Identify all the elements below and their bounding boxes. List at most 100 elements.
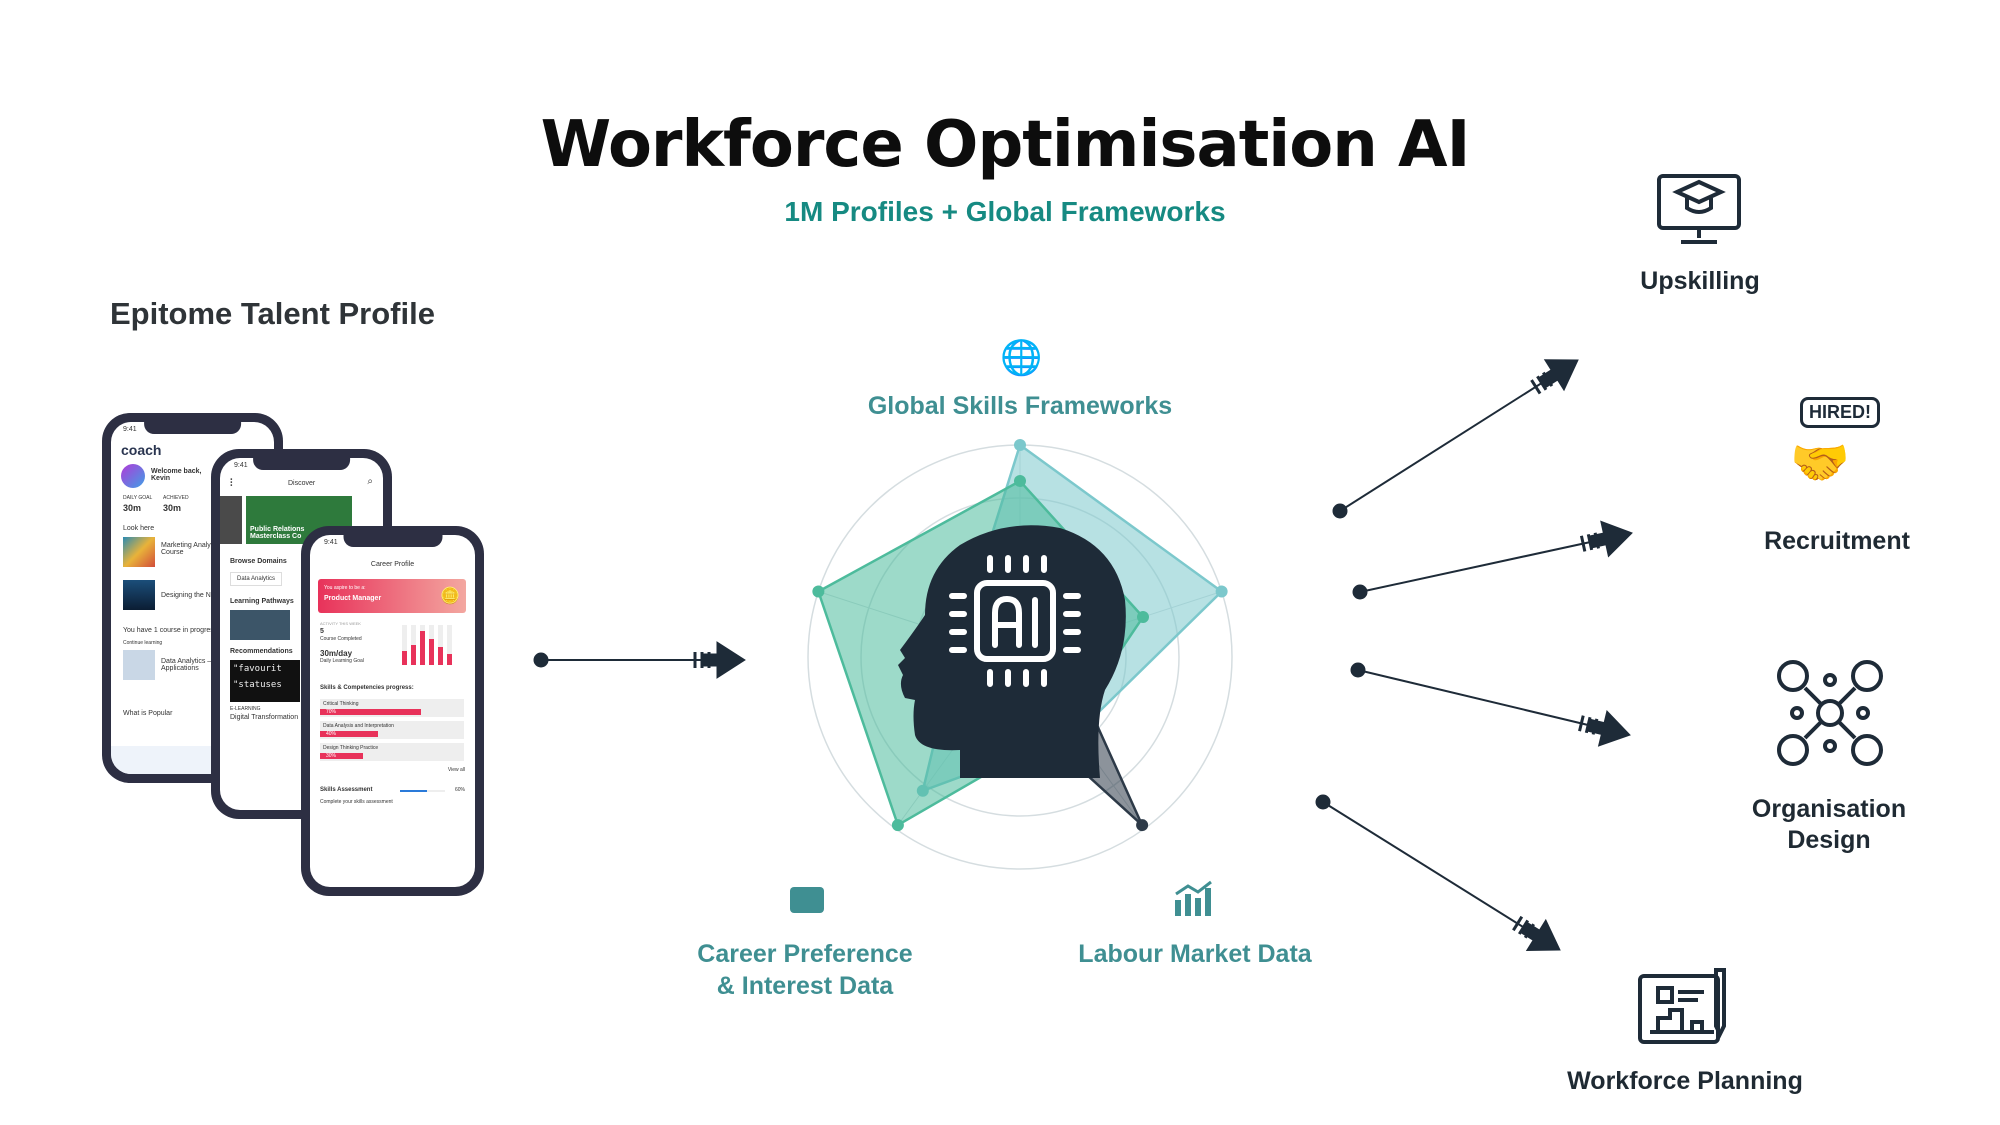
skill-name: Critical Thinking — [323, 701, 359, 707]
status-time: 9:41 — [234, 462, 248, 469]
aspire-role: Product Manager — [324, 595, 382, 602]
arrow-feather — [1536, 375, 1548, 391]
search-icon[interactable]: ⌕ — [367, 476, 373, 487]
rec-title: Digital Transformation — [230, 714, 299, 721]
globe-people-icon: 🌐 — [1000, 339, 1043, 377]
skill-progress-bar: 40% — [320, 731, 378, 737]
rec-tag: E-LEARNING — [230, 706, 261, 712]
app-logo: coach — [121, 442, 162, 458]
daily-value: 30m/day — [320, 649, 353, 658]
aspire-label: You aspire to be a: — [324, 585, 366, 591]
assessment-track — [400, 790, 445, 792]
achieved-value: 30m — [163, 503, 182, 513]
continue-label: Continue learning — [123, 640, 163, 646]
skill-row: Data Analysis and Interpretation 40% — [320, 721, 464, 739]
popular-label: What is Popular — [123, 710, 173, 717]
course-thumb — [123, 537, 155, 567]
label-recruitment: Recruitment — [1764, 527, 1910, 555]
filter-icon[interactable]: ⫶ — [230, 478, 233, 489]
connector-line — [1357, 669, 1611, 732]
radar-point — [1014, 475, 1026, 488]
activity-label: ACTIVITY THIS WEEK — [320, 621, 361, 626]
blueprint-plan-icon — [1638, 968, 1726, 1044]
course-title[interactable]: Marketing Analytics Campaigns Course — [161, 542, 259, 556]
radar-point — [1215, 585, 1228, 598]
skill-pct: 40% — [326, 731, 337, 737]
course-thumb — [123, 650, 155, 680]
rec-card[interactable]: "favourit "statuses — [230, 660, 300, 702]
code-line: "favourit — [233, 664, 282, 674]
arrow-feather — [1579, 535, 1587, 552]
arrow-head — [702, 641, 746, 679]
coins-icon: 🪙 — [440, 588, 460, 605]
course-title[interactable]: Data Analytics – Tools and Applications — [161, 658, 243, 672]
week-bar — [438, 625, 443, 665]
skill-pct: 70% — [326, 709, 337, 715]
week-bar — [411, 625, 416, 665]
radar-point — [1136, 611, 1149, 624]
aspire-card[interactable]: You aspire to be a: Product Manager 🪙 — [318, 579, 466, 613]
ai-chip-icon — [949, 555, 1081, 687]
daily-goal-value: 30m — [123, 503, 142, 513]
career-line-1: Career Preference — [697, 940, 913, 968]
week-bar — [429, 625, 434, 665]
upskilling-monitor-icon — [1657, 174, 1741, 244]
look-here: Look here — [123, 525, 155, 532]
status-time: 9:41 — [123, 426, 137, 433]
assessment-title: Skills Assessment — [320, 787, 373, 793]
skill-progress-bar: 70% — [320, 709, 421, 715]
recs-label: Recommendations — [230, 648, 293, 655]
skills-title: Skills & Competencies progress: — [320, 685, 414, 691]
skill-name: Data Analysis and Interpretation — [323, 723, 394, 729]
course-thumb — [123, 580, 155, 610]
pathway-card[interactable] — [230, 610, 290, 640]
label-upskilling: Upskilling — [1640, 267, 1760, 295]
radar-point — [1014, 439, 1026, 451]
progress-text: You have 1 course in progress — [123, 627, 218, 634]
connector-line — [1339, 369, 1562, 512]
view-all-link[interactable]: View all — [447, 767, 465, 773]
org-network-icon — [1777, 660, 1883, 766]
week-bar — [447, 625, 452, 665]
arrow-head — [1538, 359, 1579, 392]
page-title: Workforce Optimisation AI — [540, 108, 1471, 182]
pathways-label: Learning Pathways — [230, 598, 294, 605]
banner-title: Public Relations Masterclass Co — [250, 526, 305, 540]
arrow-feather — [1586, 533, 1594, 551]
connector-line — [1322, 801, 1544, 941]
label-career-preference: Career Preference& Interest Data — [640, 938, 970, 1002]
course-title[interactable]: Designing the Next — [161, 592, 221, 599]
label-global-skills: Global Skills Frameworks — [867, 392, 1173, 420]
bar-chart-icon — [1175, 880, 1212, 916]
radar-point — [812, 585, 825, 598]
carousel-thumb — [220, 496, 242, 544]
talent-profile-title: Epitome Talent Profile — [110, 296, 435, 331]
arrow-feather — [1512, 915, 1524, 932]
welcome-text: Welcome back, Kevin — [151, 468, 202, 482]
domain-chip[interactable]: Data Analytics — [230, 572, 283, 586]
briefcase-icon — [790, 887, 824, 913]
org-line-2: Design — [1787, 826, 1871, 854]
daily-goal-label: DAILY GOAL — [123, 495, 153, 501]
daily-label: Daily Learning Goal — [320, 658, 364, 664]
avatar — [121, 464, 145, 488]
code-line: "statuses — [233, 680, 282, 690]
screen-title: Discover — [288, 480, 316, 487]
connector-line — [1359, 536, 1613, 593]
arrow-head — [1520, 918, 1561, 951]
weekly-bar-chart — [402, 625, 462, 665]
radar-point — [891, 819, 904, 832]
label-labour-market: Labour Market Data — [1078, 940, 1312, 968]
arrow-feather — [1584, 716, 1592, 734]
arrow-feather — [1518, 919, 1530, 935]
phone-career-profile: 9:41 Career Profile You aspire to be a: … — [301, 526, 484, 896]
screen-title: Career Profile — [370, 561, 415, 568]
org-line-1: Organisation — [1751, 795, 1907, 823]
assessment-pct: 60% — [454, 787, 465, 793]
courses-num: 5 — [320, 628, 324, 635]
status-time: 9:41 — [324, 539, 338, 546]
skill-name: Design Thinking Practice — [323, 745, 379, 751]
